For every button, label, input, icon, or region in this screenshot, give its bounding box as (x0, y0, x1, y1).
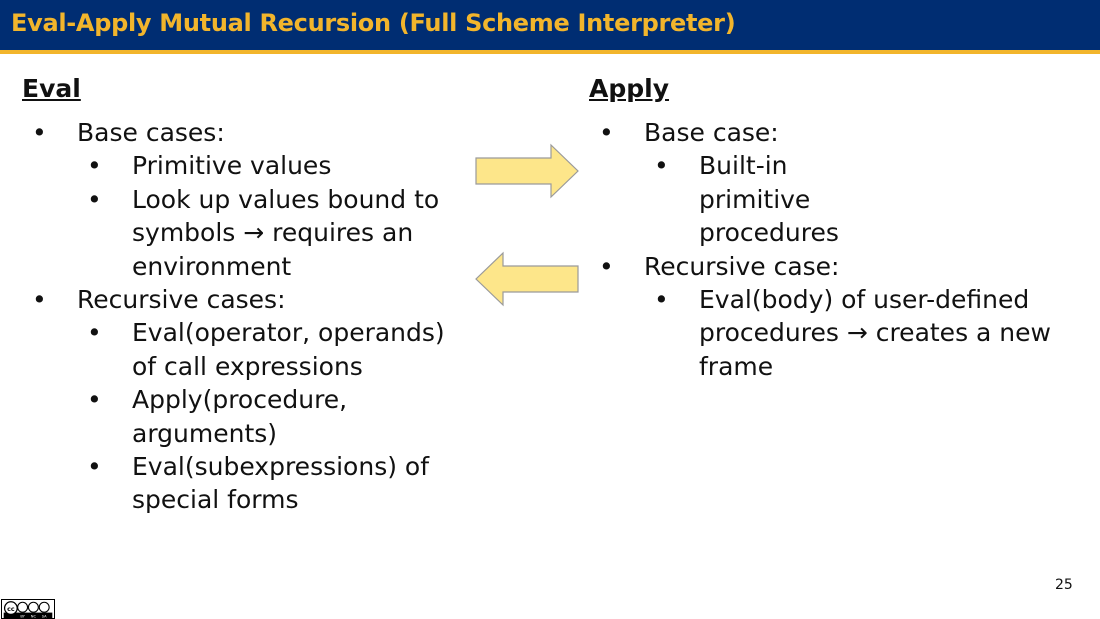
eval-item-label: Base cases: (77, 118, 225, 147)
cc-logo-text: cc (7, 606, 15, 613)
apply-subitem-text: Built-in primitive procedures (699, 151, 839, 248)
apply-item-recursive-case: Recursive case: Eval(body) of user-defin… (589, 250, 1069, 384)
cc-nc-text: NC (31, 615, 37, 619)
eval-subitem: Primitive values (77, 149, 462, 183)
apply-item-label: Recursive case: (644, 251, 840, 281)
apply-subitem: Built-in primitive procedures (644, 149, 904, 249)
arrow-left-icon (475, 251, 579, 307)
apply-subitem: Eval(body) of user-defined procedures → … (644, 283, 1069, 383)
slide-title: Eval-Apply Mutual Recursion (Full Scheme… (11, 9, 736, 37)
eval-subitem: Apply(procedure, arguments) (77, 383, 462, 450)
apply-heading: Apply (589, 74, 670, 103)
apply-item-label: Base case: (644, 118, 779, 147)
apply-list: Base case: Built-in primitive procedures… (589, 116, 1069, 383)
cc-license-icon: cc BY NC SA (1, 599, 55, 619)
apply-subitem-text: Eval(body) of user-defined procedures → … (699, 285, 1051, 381)
eval-subitem-text: Look up values bound to symbols → requir… (132, 184, 440, 281)
eval-subitem: Eval(operator, operands) of call express… (77, 316, 462, 383)
cc-by-text: BY (20, 615, 25, 619)
eval-item-recursive-cases: Recursive cases: Eval(operator, operands… (22, 283, 462, 517)
page-number: 25 (1055, 577, 1073, 593)
eval-subitem-text: Apply(procedure, arguments) (132, 385, 348, 448)
title-bar: Eval-Apply Mutual Recursion (Full Scheme… (0, 0, 1100, 54)
arrow-right-icon (475, 143, 579, 199)
eval-item-label: Recursive cases: (77, 285, 286, 315)
apply-item-base-case: Base case: Built-in primitive procedures (589, 116, 1069, 250)
eval-list: Base cases: Primitive values Look up val… (22, 116, 462, 517)
eval-item-base-cases: Base cases: Primitive values Look up val… (22, 116, 462, 283)
eval-heading: Eval (22, 74, 81, 103)
eval-subitem-text: Primitive values (132, 151, 332, 181)
eval-subitem: Look up values bound to symbols → requir… (77, 183, 462, 283)
cc-sa-text: SA (42, 615, 47, 619)
eval-subitem: Eval(subexpressions) of special forms (77, 450, 462, 517)
eval-subitem-text: Eval(subexpressions) of special forms (132, 452, 430, 515)
eval-subitem-text: Eval(operator, operands) of call express… (132, 318, 445, 381)
